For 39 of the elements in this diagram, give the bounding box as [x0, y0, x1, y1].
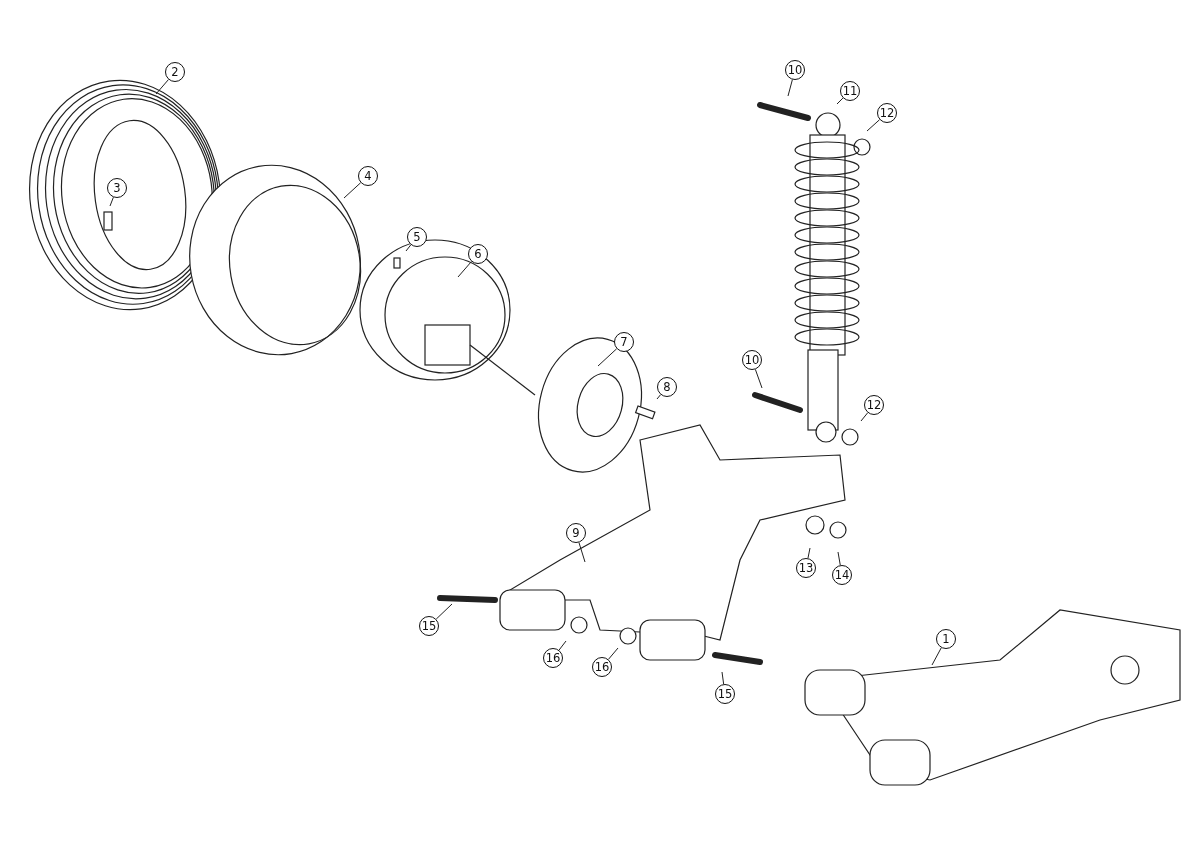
leader-line — [866, 119, 881, 132]
leader-line — [435, 603, 453, 620]
leader-line — [343, 182, 362, 199]
callout-number: 11 — [840, 81, 860, 101]
leader-line — [457, 261, 472, 278]
leader-line — [837, 551, 841, 566]
leader-line — [558, 640, 567, 651]
callout-number: 10 — [742, 350, 762, 370]
leader-line — [807, 547, 811, 559]
leader-line — [578, 542, 586, 563]
callout-number: 12 — [877, 103, 897, 123]
leader-line — [860, 412, 869, 422]
leader-line — [836, 97, 844, 105]
leader-line — [405, 244, 412, 252]
leader-line — [754, 368, 763, 389]
leader-line — [787, 79, 793, 97]
callout-number: 6 — [468, 244, 488, 264]
callout-number: 16 — [592, 657, 612, 677]
callout-number: 4 — [358, 166, 378, 186]
callout-number: 1 — [936, 629, 956, 649]
callout-number: 5 — [407, 227, 427, 247]
callout-number: 8 — [657, 377, 677, 397]
leader-line — [721, 671, 725, 685]
leader-line — [597, 348, 618, 367]
callout-number: 10 — [785, 60, 805, 80]
callout-number: 15 — [419, 616, 439, 636]
callout-number: 13 — [796, 558, 816, 578]
leader-line — [931, 647, 942, 666]
callout-number: 14 — [832, 565, 852, 585]
callout-number: 16 — [543, 648, 563, 668]
callout-number: 15 — [715, 684, 735, 704]
leader-line — [155, 79, 169, 95]
callout-number: 12 — [864, 395, 884, 415]
callout-number: 2 — [165, 62, 185, 82]
leader-line — [656, 394, 662, 400]
callout-number: 7 — [614, 332, 634, 352]
leader-line — [109, 196, 114, 207]
callout-number: 9 — [566, 523, 586, 543]
leader-line — [607, 647, 619, 660]
